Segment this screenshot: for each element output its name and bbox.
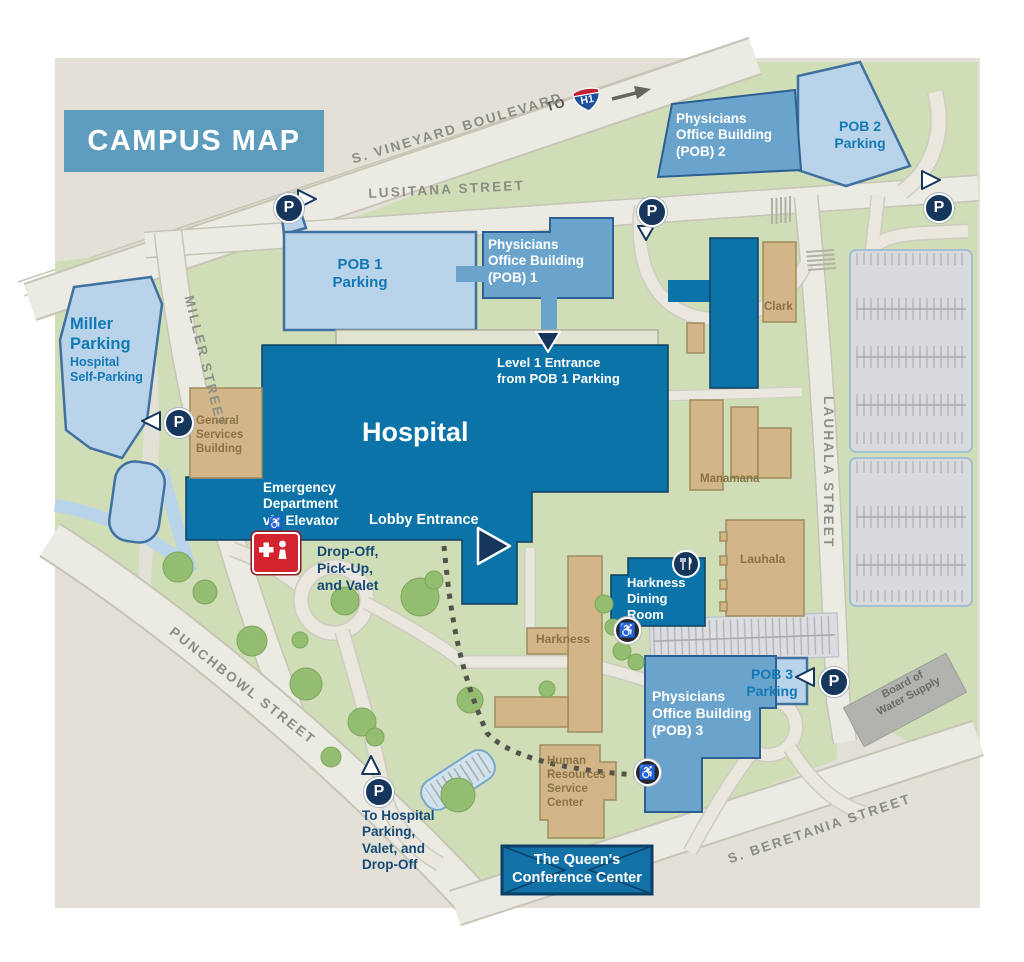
trees [162, 551, 645, 813]
hr-center-label: Human Resources Service Center [547, 755, 606, 810]
pob1-label: Physicians Office Building (POB) 1 [488, 237, 584, 285]
pob1-building [482, 217, 614, 299]
clark-label: Clark [764, 301, 793, 313]
general-services-label: General Services Building [196, 415, 244, 456]
dining-icon [672, 550, 700, 578]
manamana-label: Manamana [700, 473, 760, 485]
h1-direction-arrow [611, 86, 651, 101]
lobby-entrance-arrow [476, 526, 512, 566]
hr-center-building [539, 744, 617, 839]
miller-parking-lower [108, 460, 166, 544]
parking-icon: P [364, 777, 394, 807]
pob3-building [644, 655, 777, 813]
level1-annotation: Level 1 Entrance from POB 1 Parking [497, 355, 620, 386]
pob2-parking-label: POB 2 Parking [834, 118, 886, 152]
h1-shield-icon: H1 [570, 83, 604, 115]
hospital-parking-entrance-arrow [361, 755, 381, 775]
hospital-connector [668, 280, 710, 302]
parking-icon: P [819, 667, 849, 697]
lauhala-label: Lauhala [740, 552, 786, 566]
emergency-marker-icon: ♿ [268, 516, 283, 530]
pob2-building [656, 88, 803, 179]
map-title-banner: CAMPUS MAP [64, 110, 324, 172]
parking-icon: P [924, 193, 954, 223]
page-title: CAMPUS MAP [87, 124, 301, 157]
dropoff-annotation: Drop-Off, Pick-Up, and Valet [317, 543, 379, 594]
pob3-label: Physicians Office Building (POB) 3 [652, 688, 752, 739]
parking-icon: P [274, 193, 304, 223]
pob1-parking-label: POB 1 Parking [332, 256, 388, 292]
to-parking-annotation: To Hospital Parking, Valet, and Drop-Off [362, 808, 435, 873]
manamana-building [689, 399, 724, 491]
pob2-parking-exit-arrow [921, 170, 941, 190]
harkness-dining-label: Harkness Dining Room [627, 575, 686, 622]
conference-center-label: The Queen's Conference Center [512, 852, 642, 886]
pedestrian-path [441, 545, 655, 779]
accessible-icon: ♿ [634, 759, 661, 786]
hospital-canopy [335, 329, 659, 347]
harkness-label: Harkness [536, 632, 591, 646]
surface-parking-lot [849, 249, 973, 607]
hospital-building [185, 344, 669, 605]
parking-structures [58, 60, 912, 706]
lauhala-building [725, 519, 805, 617]
pob3-parking-label: POB 3 Parking [746, 666, 798, 700]
street-lauhala: LAUHALA STREET [821, 396, 836, 549]
pob-buildings [456, 88, 803, 813]
emergency-icon [252, 532, 300, 574]
miller-parking-entrance-arrow [141, 411, 161, 431]
water-supply-building [842, 652, 968, 748]
pob2-label: Physicians Office Building (POB) 2 [676, 111, 772, 159]
crosswalk [771, 196, 837, 271]
parking-icon: P [164, 408, 194, 438]
pob1-parking-structure [282, 230, 478, 332]
harkness-building [567, 555, 603, 733]
lobby-annotation: Lobby Entrance [369, 512, 479, 528]
hospital-tower [709, 237, 759, 389]
parking-icon: P [637, 197, 667, 227]
hospital-label: Hospital [362, 417, 469, 447]
tan-buildings [189, 241, 805, 839]
clark-building [762, 241, 797, 323]
miller-parking-label: Miller Parking [70, 315, 131, 354]
pob3-parking-entrance-arrow [795, 667, 815, 687]
miller-parking-sublabel: Hospital Self-Parking [70, 355, 143, 385]
accessible-icon: ♿ [614, 617, 641, 644]
conference-center-building [500, 844, 654, 896]
miller-parking-structure [58, 275, 164, 460]
level1-entrance-arrow [535, 331, 561, 353]
emergency-annotation: Emergency Department via Elevator [263, 480, 339, 528]
